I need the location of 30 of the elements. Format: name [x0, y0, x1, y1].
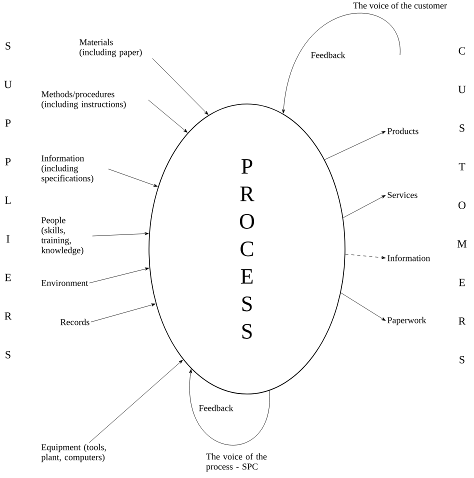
node-text: Environment [41, 280, 88, 286]
vertical-text: S U P P L I E R S [4, 42, 12, 358]
arrow [340, 292, 386, 321]
node-text: Equipment (tools, plant, computers) [41, 444, 106, 462]
vertical-text: C U S T O M E R S [457, 47, 467, 364]
arrow [89, 268, 150, 284]
node-text: Information [388, 254, 430, 262]
arrow [345, 254, 386, 260]
node-text: Paperwork [387, 316, 426, 326]
arrow [324, 131, 386, 160]
node-text: Information (including specifications) [42, 154, 94, 184]
arrow [342, 195, 386, 218]
caption-text: The voice of the customer [353, 2, 447, 9]
node-text: Methods/procedures (including instructions) [41, 90, 126, 110]
feedback-arrow [189, 369, 270, 445]
arrow [90, 303, 156, 322]
arrow [88, 360, 183, 443]
feedback-arrow [282, 12, 400, 114]
arrow [108, 168, 158, 187]
arrow [148, 100, 188, 133]
node-text: Records [60, 318, 90, 326]
node-text: Materials (including paper) [79, 38, 142, 58]
arrow [92, 232, 149, 236]
arrow [152, 58, 208, 115]
caption-text: The voice of the process - SPC [206, 453, 267, 472]
edge-label: Feedback [199, 404, 234, 412]
node-text: Services [388, 192, 418, 198]
node-text: Products [387, 128, 418, 134]
node-text: People (skills, training, knowledge) [41, 216, 84, 256]
edge-label: Feedback [311, 52, 346, 58]
